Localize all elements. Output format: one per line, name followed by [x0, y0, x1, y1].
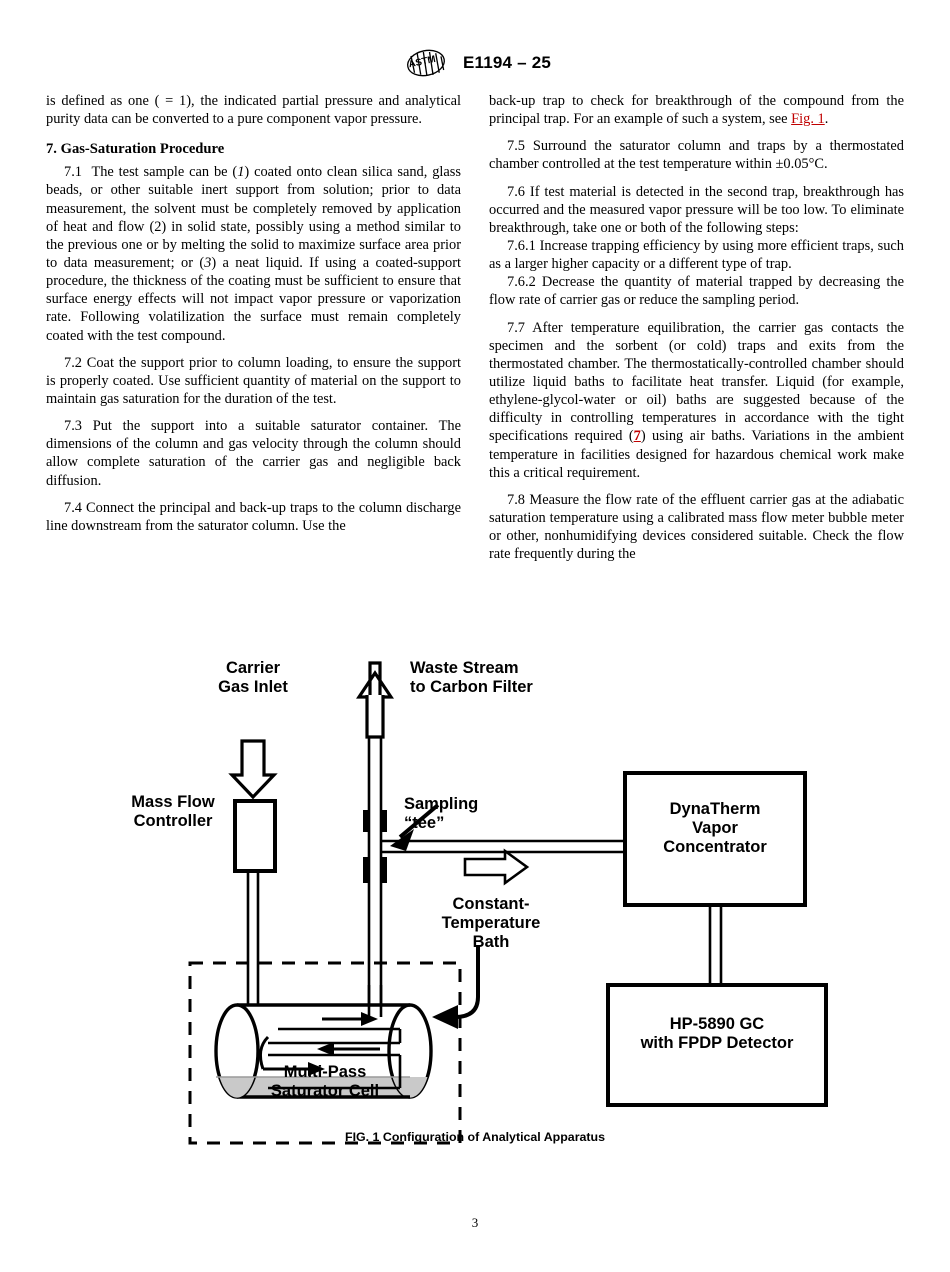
page-header: ASTM E1194 – 25: [0, 48, 950, 78]
astm-logo: ASTM: [399, 48, 453, 78]
label-saturator-cell: Multi-Pass Saturator Cell: [270, 1063, 380, 1101]
right-column: back-up trap to check for breakthrough o…: [489, 92, 904, 563]
paragraph-7-5: 7.5 Surround the saturator column and tr…: [489, 138, 904, 173]
label-constant-temperature-bath: Constant- Temperature Bath: [441, 895, 541, 952]
paragraph-7-7: 7.7 After temperature equilibration, the…: [489, 319, 904, 482]
paragraph-7-1: 7.1 The test sample can be (1) coated on…: [46, 163, 461, 344]
paragraph-7-6: 7.6 If test material is detected in the …: [489, 183, 904, 236]
tube-tee-to-dynatherm: [381, 839, 625, 854]
tube-saturator-to-riser: [367, 985, 383, 1017]
paragraph-7-1-text: 7.1 The test sample can be (1) coated on…: [46, 164, 461, 344]
reference-7-link[interactable]: 7: [633, 428, 641, 445]
paragraph-7-7-post: ) using air baths. Variations in the amb…: [489, 428, 904, 481]
fig-1-link[interactable]: Fig. 1: [791, 111, 825, 128]
paragraph-continued-right-pre: back-up trap to check for breakthrough o…: [489, 93, 904, 128]
tube-mfc-to-saturator: [246, 871, 260, 1017]
paragraph-7-4: 7.4 Connect the principal and back-up tr…: [46, 499, 461, 534]
body-columns: is defined as one ( = 1), the indicated …: [46, 92, 904, 563]
label-gc-detector: HP-5890 GC with FPDP Detector: [640, 1015, 794, 1053]
paragraph-7-7-pre: 7.7 After temperature equilibration, the…: [489, 319, 904, 445]
carrier-gas-inlet-arrow: [228, 739, 278, 800]
paragraph-7-2: 7.2 Coat the support prior to column loa…: [46, 354, 461, 407]
dynatherm-box: [623, 771, 807, 907]
waste-stream-arrow: [356, 661, 394, 739]
paragraph-continued-right: back-up trap to check for breakthrough o…: [489, 92, 904, 128]
figure-1: Carrier Gas Inlet Mass Flow Controller W…: [0, 645, 950, 1165]
apparatus-diagram: [188, 661, 828, 1145]
flow-direction-arrow: [463, 848, 530, 886]
gc-detector-box: [606, 983, 828, 1107]
label-carrier-gas-inlet: Carrier Gas Inlet: [218, 659, 288, 697]
paragraph-continued-right-post: .: [824, 111, 829, 128]
paragraph-7-8: 7.8 Measure the flow rate of the effluen…: [489, 491, 904, 563]
multi-pass-saturator-cell: [214, 1003, 433, 1099]
bath-pointer-arrow: [432, 945, 480, 1029]
vertical-riser-tube: [367, 737, 383, 1005]
figure-caption: FIG. 1 Configuration of Analytical Appar…: [345, 1130, 605, 1144]
sampling-tee-collars: [363, 810, 387, 883]
document-id: E1194 – 25: [462, 53, 552, 72]
page-number: 3: [471, 1215, 479, 1230]
paragraph-7-6-2: 7.6.2 Decrease the quantity of material …: [489, 274, 904, 309]
label-waste-stream: Waste Stream to Carbon Filter: [410, 659, 533, 697]
mass-flow-controller-box: [233, 799, 277, 873]
tube-dynatherm-to-gc: [708, 905, 723, 985]
paragraph-7-3: 7.3 Put the support into a suitable satu…: [46, 418, 461, 489]
paragraph-7-6-1: 7.6.1 Increase trapping efficiency by us…: [489, 237, 904, 273]
left-column: is defined as one ( = 1), the indicated …: [46, 92, 461, 563]
saturator-flow-arrows: [258, 1012, 380, 1076]
label-sampling-tee: Sampling “tee”: [404, 795, 479, 833]
label-mass-flow-controller: Mass Flow Controller: [131, 793, 215, 831]
label-dynatherm: DynaTherm Vapor Concentrator: [663, 800, 767, 857]
constant-temperature-bath-boundary: [188, 961, 462, 1145]
section-heading-7: 7. Gas-Saturation Procedure: [46, 141, 225, 158]
sampling-tee-pointer-arrow: [390, 803, 440, 851]
paragraph-continued: is defined as one ( = 1), the indicated …: [46, 93, 461, 128]
